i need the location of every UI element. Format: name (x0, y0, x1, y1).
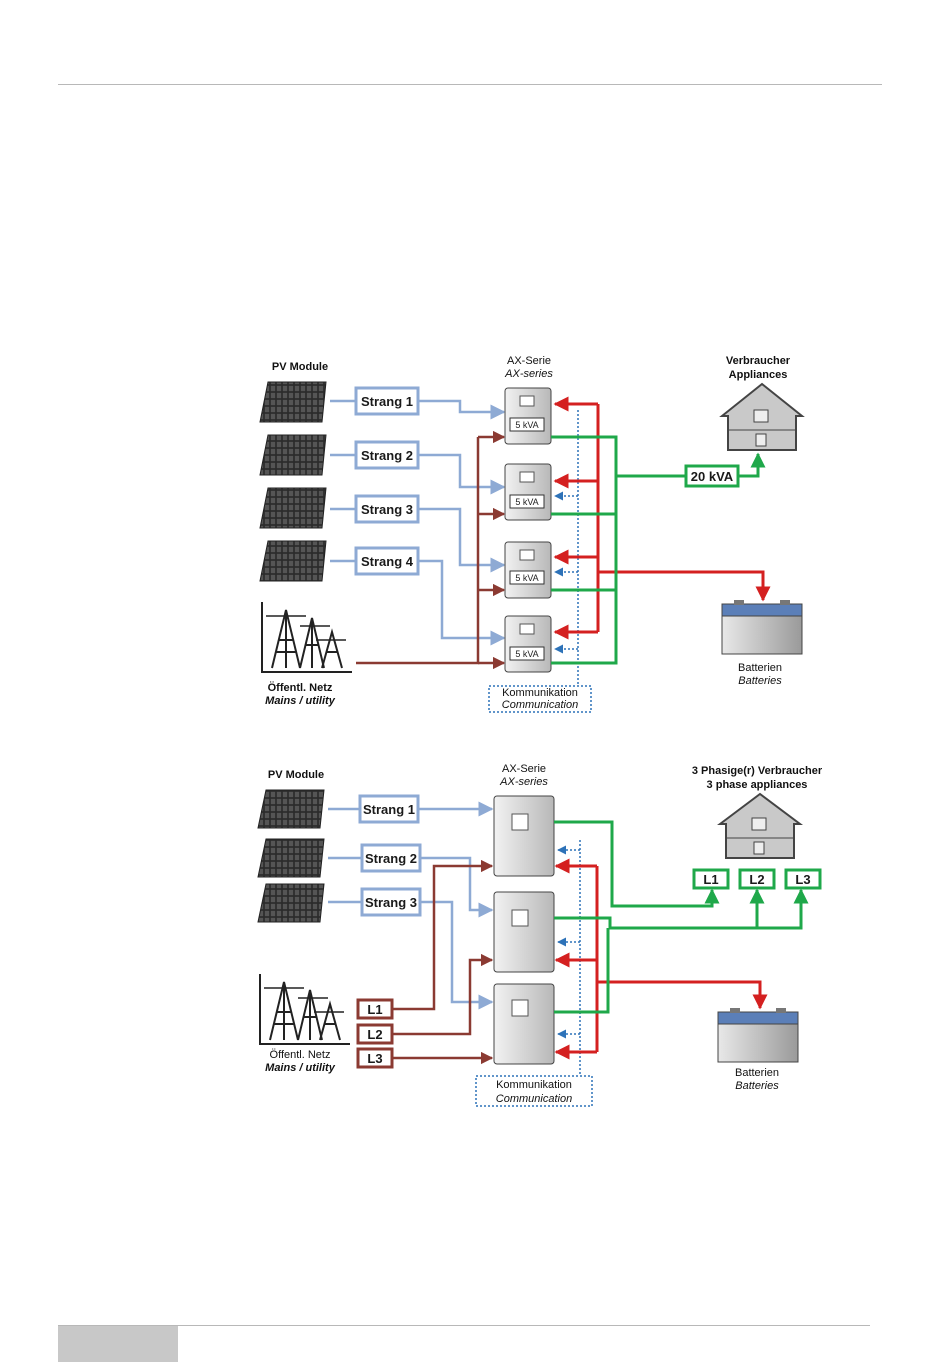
load-phase-label: L3 (795, 872, 810, 887)
battery-icon (721, 600, 803, 655)
header-rule (58, 84, 882, 85)
inverter-rating: 5 kVA (515, 573, 538, 583)
string-box: Strang 4 (354, 546, 420, 576)
load-phase-box: L1 (692, 868, 730, 890)
footer-rule (58, 1325, 870, 1326)
solar-panel-icon (257, 838, 325, 878)
pv-lines (328, 801, 494, 1010)
load-title-de: Verbraucher (726, 355, 791, 367)
solar-panel-icon (259, 540, 327, 582)
string-label: Strang 2 (365, 851, 417, 866)
footer-tab (58, 1326, 178, 1362)
inverter-icon (493, 891, 555, 973)
string-label: Strang 3 (365, 895, 417, 910)
string-label: Strang 3 (361, 502, 413, 517)
grid-label-en: Mains / utility (265, 1062, 336, 1074)
battery-label-en: Batteries (738, 675, 782, 687)
string-box: Strang 2 (354, 440, 420, 470)
inverter-icon: 5 kVA (504, 387, 552, 445)
string-label: Strang 1 (363, 802, 415, 817)
power-pylon-icon (259, 974, 350, 1045)
solar-panel-icon (259, 487, 327, 529)
solar-panel-icon (257, 883, 325, 923)
load-phase-label: L2 (749, 872, 764, 887)
mains-lines (356, 430, 506, 670)
total-power-label: 20 kVA (691, 469, 734, 484)
grid-phase-box: L1 (356, 998, 394, 1020)
pv-title: PV Module (268, 769, 324, 781)
grid-phase-box: L3 (356, 1047, 394, 1069)
load-phase-box: L2 (738, 868, 776, 890)
inverter-rating: 5 kVA (515, 649, 538, 659)
solar-panel-icon (257, 789, 325, 829)
ac-output-lines (551, 435, 766, 665)
solar-panel-icon (259, 381, 327, 423)
inverter-rating: 5 kVA (515, 420, 538, 430)
load-title-de: 3 Phasige(r) Verbraucher (692, 765, 823, 777)
solar-panel-icon (259, 434, 327, 476)
load-title-en: Appliances (729, 369, 788, 381)
pv-title: PV Module (272, 361, 328, 373)
inverter-title-en: AX-series (499, 776, 548, 788)
comm-label-de: Kommunikation (502, 687, 578, 699)
diagram-three-phase: PV Module Strang 1 Strang 2 Strang 3 (257, 763, 823, 1107)
house-icon (719, 382, 805, 451)
comm-label-de: Kommunikation (496, 1079, 572, 1091)
load-phase-label: L1 (703, 872, 718, 887)
string-box: Strang 3 (360, 887, 422, 917)
comm-label-en: Communication (496, 1093, 572, 1105)
inverter-icon: 5 kVA (504, 541, 552, 599)
comm-label-en: Communication (502, 699, 578, 711)
mains-lines (392, 859, 494, 1065)
comm-lines (488, 410, 592, 713)
inverter-icon (493, 795, 555, 877)
pv-lines (330, 399, 506, 646)
string-box: Strang 3 (354, 494, 420, 524)
inverter-icon: 5 kVA (504, 615, 552, 673)
inverter-rating: 5 kVA (515, 497, 538, 507)
string-label: Strang 2 (361, 448, 413, 463)
comm-lines (475, 840, 593, 1107)
battery-lines (553, 396, 771, 640)
inverter-icon (493, 983, 555, 1065)
diagram-parallel: PV Module Strang 1 Strang 2 Strang 3 (259, 355, 805, 713)
power-pylon-icon (261, 602, 352, 673)
ac-output-lines (554, 820, 809, 1014)
inverter-title-de: AX-Serie (507, 355, 551, 367)
battery-label-de: Batterien (738, 662, 782, 674)
string-box: Strang 1 (358, 794, 420, 824)
battery-label-de: Batterien (735, 1067, 779, 1079)
total-power-box: 20 kVA (684, 464, 740, 488)
inverter-title-de: AX-Serie (502, 763, 546, 775)
grid-phase-box: L2 (356, 1023, 394, 1045)
house-icon (717, 792, 803, 859)
string-box: Strang 1 (354, 386, 420, 416)
battery-label-en: Batteries (735, 1080, 779, 1092)
load-phase-box: L3 (784, 868, 822, 890)
grid-phase-label: L2 (367, 1027, 382, 1042)
grid-phase-label: L1 (367, 1002, 382, 1017)
battery-lines (554, 858, 768, 1060)
inverter-icon: 5 kVA (504, 463, 552, 521)
battery-icon (717, 1008, 799, 1063)
inverter-title-en: AX-series (504, 368, 553, 380)
grid-label-de: Öffentl. Netz (268, 681, 333, 694)
grid-phase-label: L3 (367, 1051, 382, 1066)
string-label: Strang 4 (361, 554, 414, 569)
load-title-en: 3 phase appliances (707, 779, 808, 791)
grid-label-en: Mains / utility (265, 695, 336, 707)
string-box: Strang 2 (360, 843, 422, 873)
string-label: Strang 1 (361, 394, 413, 409)
grid-label-de: Öffentl. Netz (270, 1049, 331, 1061)
